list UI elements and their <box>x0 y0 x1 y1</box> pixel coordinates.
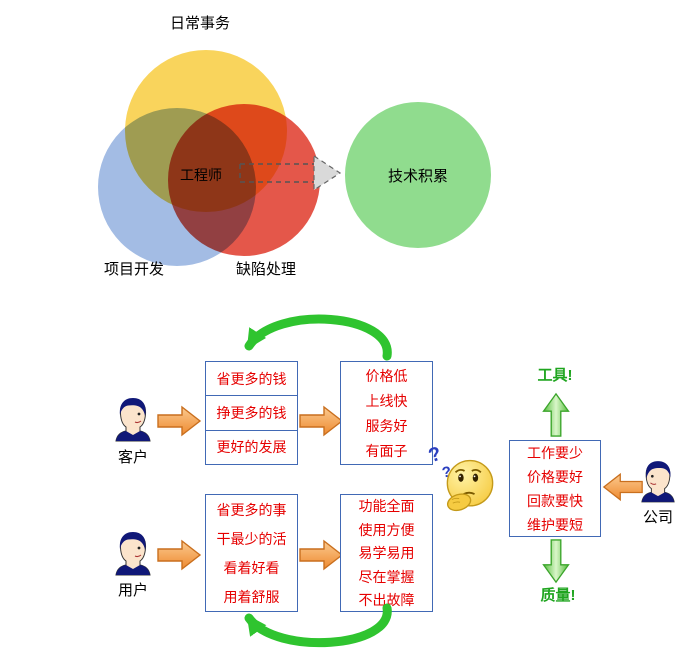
quality-label: 质量! <box>540 587 576 604</box>
user-criteria-line: 使用方便 <box>358 521 415 538</box>
company-goal-line: 维护要短 <box>527 517 583 533</box>
user-need-line: 干最少的活 <box>216 531 287 547</box>
cycle-arrow-bottom <box>244 603 392 648</box>
customer-label: 客户 <box>117 449 148 466</box>
engineer-label: 工程师 <box>180 167 222 183</box>
defect-handling-label: 缺陷处理 <box>236 261 297 278</box>
customer-criteria-line: 上线快 <box>365 393 408 409</box>
company-person-icon <box>640 458 676 504</box>
company-goal-line: 工作要少 <box>527 445 583 461</box>
customer-need-row: 更好的发展 <box>216 439 287 456</box>
arrow-down-quality <box>542 539 570 584</box>
arrow-user-to-needs <box>157 539 202 571</box>
user-criteria-line: 易学易用 <box>358 545 415 561</box>
customer-criteria-line: 价格低 <box>365 368 408 384</box>
arrow-up-tool <box>542 392 570 437</box>
company-goal-line: 价格要好 <box>527 469 583 485</box>
user-criteria-box: 功能全面 使用方便 易学易用 尽在掌握 不出故障 <box>340 494 433 612</box>
arrow-needs-to-criteria <box>299 405 344 437</box>
project-dev-label: 项目开发 <box>104 261 165 278</box>
customer-criteria-line: 有面子 <box>365 443 408 459</box>
customer-criteria-box: 价格低 上线快 服务好 有面子 <box>340 361 433 465</box>
user-criteria-line: 尽在掌握 <box>358 568 415 585</box>
cycle-arrow-top <box>244 314 392 361</box>
user-label: 用户 <box>117 582 148 599</box>
tool-label: 工具! <box>537 367 573 384</box>
user-criteria-line: 不出故障 <box>358 592 415 608</box>
company-goals-box: 工作要少 价格要好 回款要快 维护要短 <box>509 440 601 537</box>
arrow-company-to-goals <box>602 472 643 502</box>
customer-criteria-line: 服务好 <box>365 418 408 434</box>
thinking-face-icon <box>446 459 494 512</box>
customer-need-row: 挣更多的钱 <box>206 396 297 431</box>
dashed-arrow <box>239 154 342 192</box>
tech-accumulation-label: 技术积累 <box>387 167 448 185</box>
daily-tasks-label: 日常事务 <box>170 15 231 32</box>
customer-need-row: 省更多的钱 <box>206 362 297 397</box>
customer-needs-box: 省更多的钱 挣更多的钱 更好的发展 <box>205 361 298 465</box>
company-goal-line: 回款要快 <box>527 493 583 509</box>
arrow-customer-to-needs <box>157 405 202 437</box>
company-label: 公司 <box>642 509 673 526</box>
user-criteria-line: 功能全面 <box>358 498 415 514</box>
arrow-userneeds-to-criteria <box>299 539 344 571</box>
user-person-icon <box>115 532 151 576</box>
customer-person-icon <box>115 398 151 442</box>
user-need-line: 用着舒服 <box>223 589 280 605</box>
tech-accumulation-circle: 技术积累 <box>345 102 491 248</box>
user-need-line: 省更多的事 <box>216 502 287 518</box>
user-needs-box: 省更多的事 干最少的活 看着好看 用着舒服 <box>205 494 298 612</box>
defect-handling-circle <box>168 104 320 256</box>
user-need-line: 看着好看 <box>223 560 280 576</box>
